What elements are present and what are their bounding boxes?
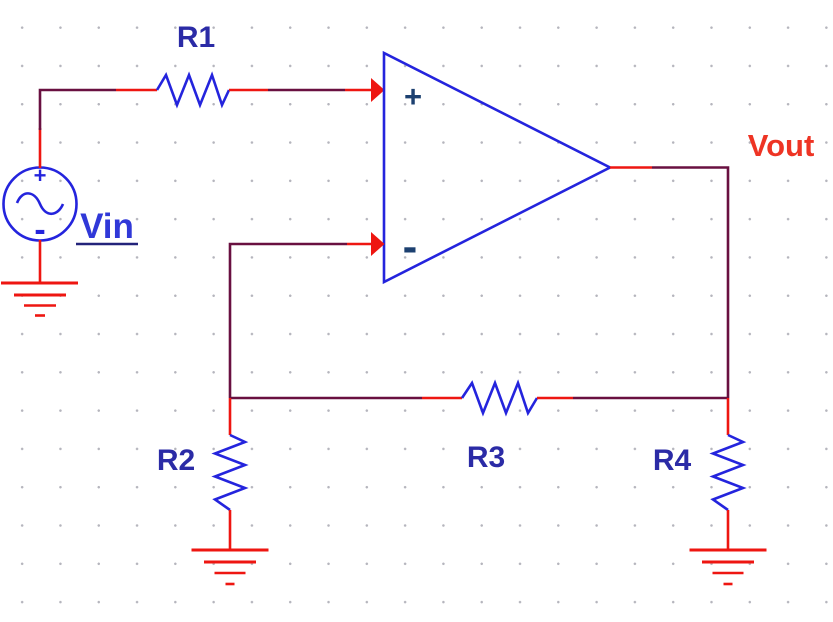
opamp-triangle[interactable]	[382, 50, 613, 285]
r1-label[interactable]: R1	[177, 21, 215, 54]
wire-output-to-feedback[interactable]	[652, 166, 730, 399]
opamp-plus-sign: +	[404, 79, 422, 114]
resistor-r1-symbol[interactable]	[155, 71, 231, 109]
resistor-r4-symbol[interactable]	[709, 433, 747, 512]
wire-source-to-r1[interactable]	[38, 88, 116, 130]
vin-source[interactable]: + -	[2, 163, 78, 249]
sine-wave-icon	[15, 192, 65, 216]
ground-symbol-r2[interactable]	[191, 548, 269, 586]
opamp[interactable]: + -	[382, 50, 613, 285]
ground-symbol-r4[interactable]	[689, 548, 767, 586]
r4-label[interactable]: R4	[653, 444, 692, 477]
noninverting-input-arrow	[371, 78, 385, 102]
r3-label[interactable]: R3	[467, 441, 505, 474]
vin-label[interactable]: Vin	[80, 207, 134, 246]
wire-inverting-branch[interactable]	[228, 242, 347, 398]
resistor-r2-symbol[interactable]	[211, 433, 249, 512]
inverting-input-arrow	[371, 232, 385, 256]
resistor-r3-symbol[interactable]	[460, 379, 539, 417]
r2-label[interactable]: R2	[157, 444, 195, 477]
source-minus-sign: -	[34, 211, 45, 249]
vout-label[interactable]: Vout	[748, 128, 815, 163]
opamp-minus-sign: -	[403, 222, 418, 271]
ground-symbol-vin[interactable]	[1, 281, 78, 317]
source-plus-sign: +	[34, 163, 47, 188]
